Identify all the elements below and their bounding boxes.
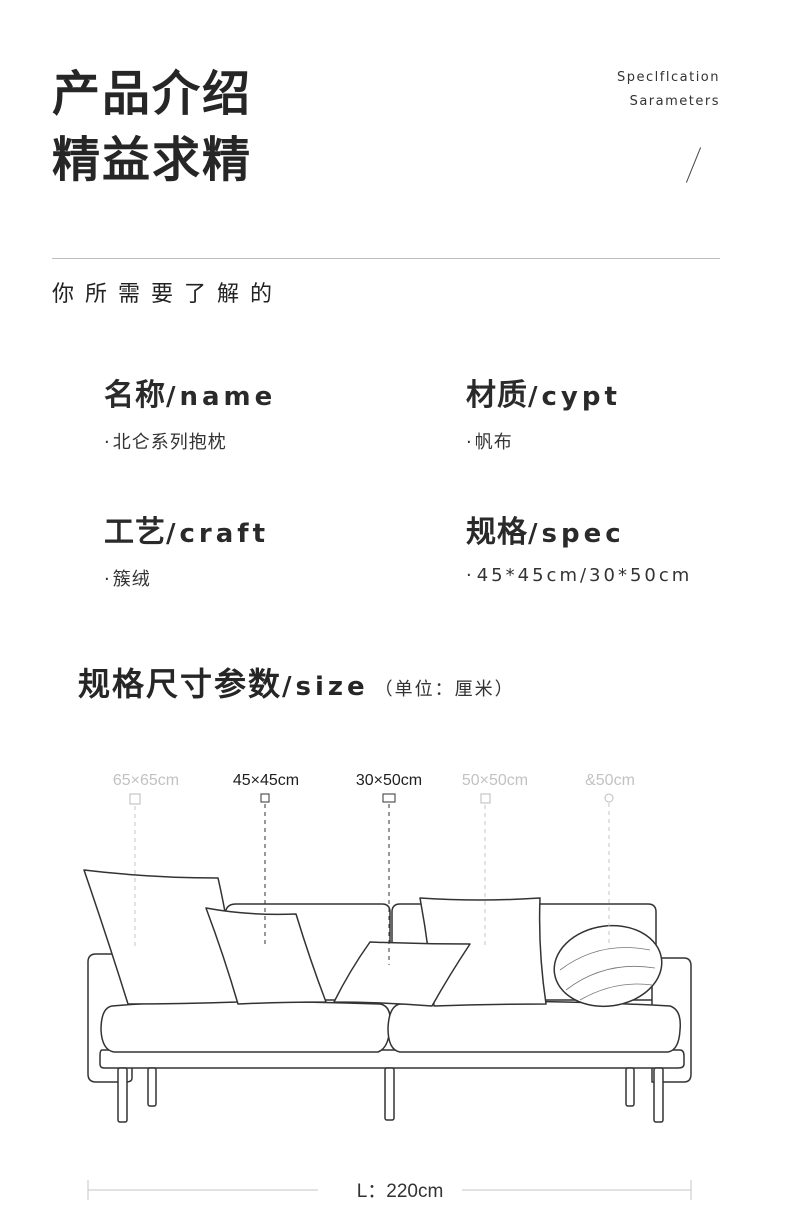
size-unit: （单位：厘米） [374,679,515,700]
marker-30x50 [382,793,396,803]
attr-name-title: 名称/name [104,381,276,411]
attr-spec-en: /spec [528,519,625,549]
sofa-length-label: L：220cm [356,1181,444,1202]
page-title-line2: 精益求精 [52,132,253,188]
attr-craft-cn: 工艺 [104,515,166,550]
pillow-45x45 [205,907,327,1005]
size-markers [129,793,614,805]
size-label-65: 65×65cm [112,772,180,789]
length-dimension [87,1180,692,1200]
attr-material-value: ·帆布 [466,428,513,454]
attr-name-text: 北仑系列抱枕 [112,432,227,453]
sofa-seat-left [100,1000,392,1053]
round-pillow-texture [559,947,656,1001]
sofa-seat-right [387,1000,682,1053]
attr-spec-text: 45*45cm/30*50cm [476,565,693,586]
size-title-cn: 规格尺寸参数 [78,665,283,703]
bullet: · [466,432,473,453]
spec-en-line2: Sarameters [629,94,720,109]
bullet: · [104,569,111,590]
spec-en-line1: Speclflcation [617,70,720,85]
size-label-30x50: 30×50cm [355,772,423,789]
attr-material-cn: 材质 [466,378,528,413]
size-section-title: 规格尺寸参数/size（单位：厘米） [78,668,515,700]
size-leaders [134,803,610,965]
attr-material-title: 材质/cypt [466,381,621,411]
attr-spec-value: ·45*45cm/30*50cm [466,565,692,586]
attr-craft-en: /craft [166,519,270,549]
attr-name-value: ·北仑系列抱枕 [104,428,227,454]
page-title-line1: 产品介绍 [52,66,253,122]
sofa-leg [384,1067,395,1121]
sofa-leg [117,1067,128,1123]
sofa-leg [625,1067,635,1107]
marker-round [604,793,614,803]
marker-65 [129,793,141,805]
size-label-round: &50cm [585,772,635,789]
attr-material-text: 帆布 [474,432,513,453]
bullet: · [466,565,475,586]
pillow-30x50 [333,941,471,1007]
attr-spec-cn: 规格 [466,515,528,550]
pillow-round [553,924,663,1008]
attr-name-cn: 名称 [104,378,166,413]
section-subtitle: 你所需要了解的 [52,282,284,307]
sofa-base [99,1049,685,1069]
attr-craft-text: 簇绒 [112,569,151,590]
attr-craft-title: 工艺/craft [104,518,269,548]
size-label-45: 45×45cm [232,772,300,789]
size-label-50: 50×50cm [461,772,529,789]
section-divider [52,258,720,259]
attr-spec-title: 规格/spec [466,518,625,548]
marker-45 [260,793,270,803]
sofa-leg [147,1067,157,1107]
attr-name-en: /name [166,382,277,412]
attr-craft-value: ·簇绒 [104,565,151,591]
bullet: · [104,432,111,453]
size-title-en: /size [282,672,369,702]
marker-50 [480,793,491,804]
sofa-leg [653,1067,664,1123]
attr-material-en: /cypt [528,382,621,412]
